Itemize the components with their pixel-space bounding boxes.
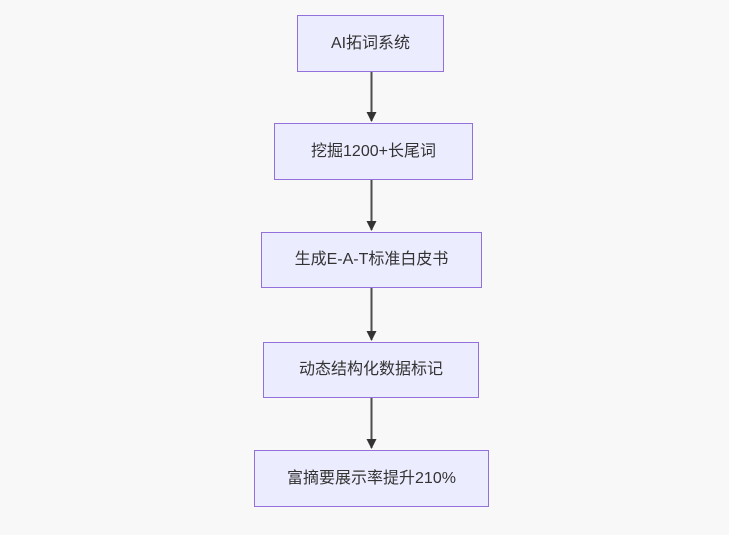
node-label: 挖掘1200+长尾词 bbox=[311, 142, 436, 160]
flowchart-node-ai-word-system: AI拓词系统 bbox=[297, 15, 444, 72]
flowchart-node-rich-snippet-result: 富摘要展示率提升210% bbox=[254, 450, 489, 507]
node-label: AI拓词系统 bbox=[330, 34, 411, 52]
flowchart-node-longtail-mining: 挖掘1200+长尾词 bbox=[274, 123, 473, 180]
node-label: 生成E-A-T标准白皮书 bbox=[294, 251, 449, 268]
flowchart-node-structured-data: 动态结构化数据标记 bbox=[263, 342, 479, 398]
flowchart-node-eat-whitepaper: 生成E-A-T标准白皮书 bbox=[261, 232, 482, 288]
node-label: 动态结构化数据标记 bbox=[298, 361, 443, 378]
node-label: 富摘要展示率提升210% bbox=[287, 469, 456, 487]
